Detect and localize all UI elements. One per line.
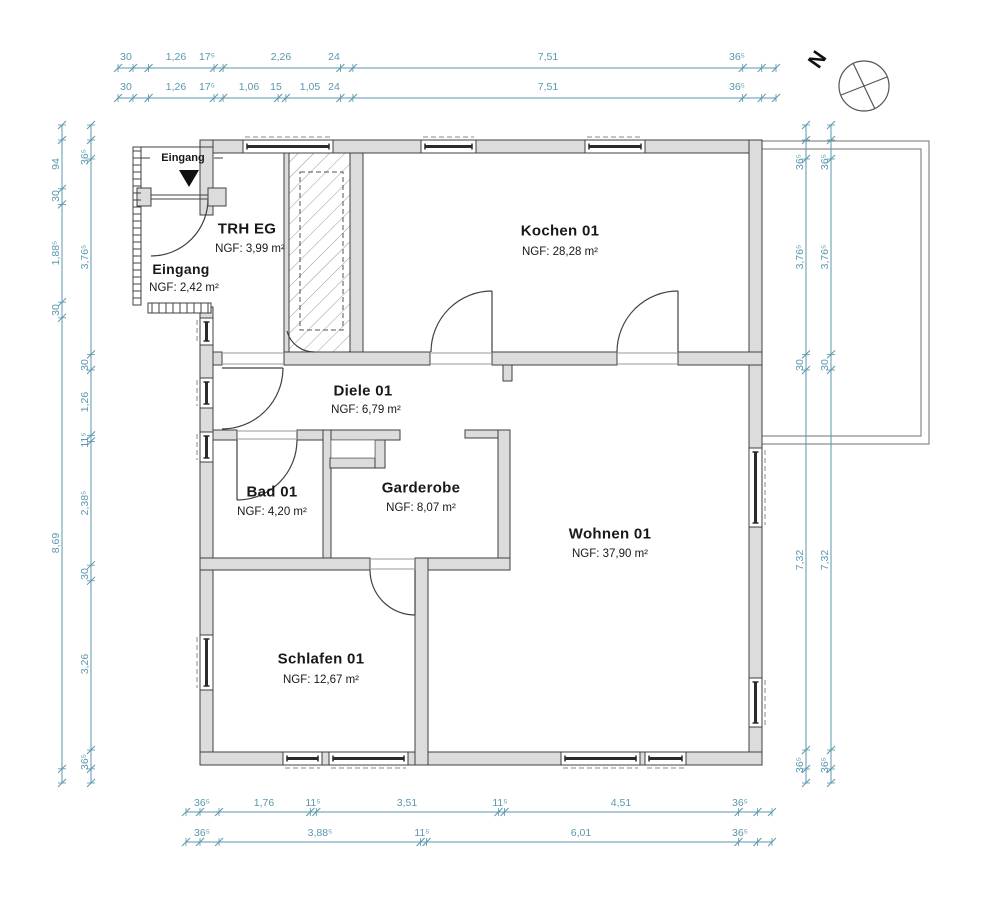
window-symbols	[196, 136, 766, 769]
window-symbol	[748, 447, 766, 528]
entrance-arrow-icon	[179, 170, 199, 187]
window-symbol	[328, 751, 409, 769]
terrace-outline	[762, 140, 930, 445]
staircase-hatch	[289, 153, 350, 352]
window-symbol	[242, 136, 334, 154]
window-symbol	[282, 751, 323, 769]
north-compass-icon	[838, 60, 890, 112]
window-symbol	[196, 317, 214, 346]
door-symbols	[150, 198, 679, 616]
window-symbol	[196, 634, 214, 691]
dimension-lines	[57, 63, 836, 847]
window-symbol	[196, 431, 214, 463]
window-symbol	[584, 136, 646, 154]
window-symbol	[748, 677, 766, 728]
porch-hatch-lines	[133, 150, 209, 313]
window-symbol	[196, 377, 214, 409]
opening-face-lines	[222, 352, 678, 570]
window-symbol	[420, 136, 477, 154]
interior-walls	[199, 152, 763, 766]
window-symbol	[644, 751, 687, 769]
window-symbol	[560, 751, 641, 769]
